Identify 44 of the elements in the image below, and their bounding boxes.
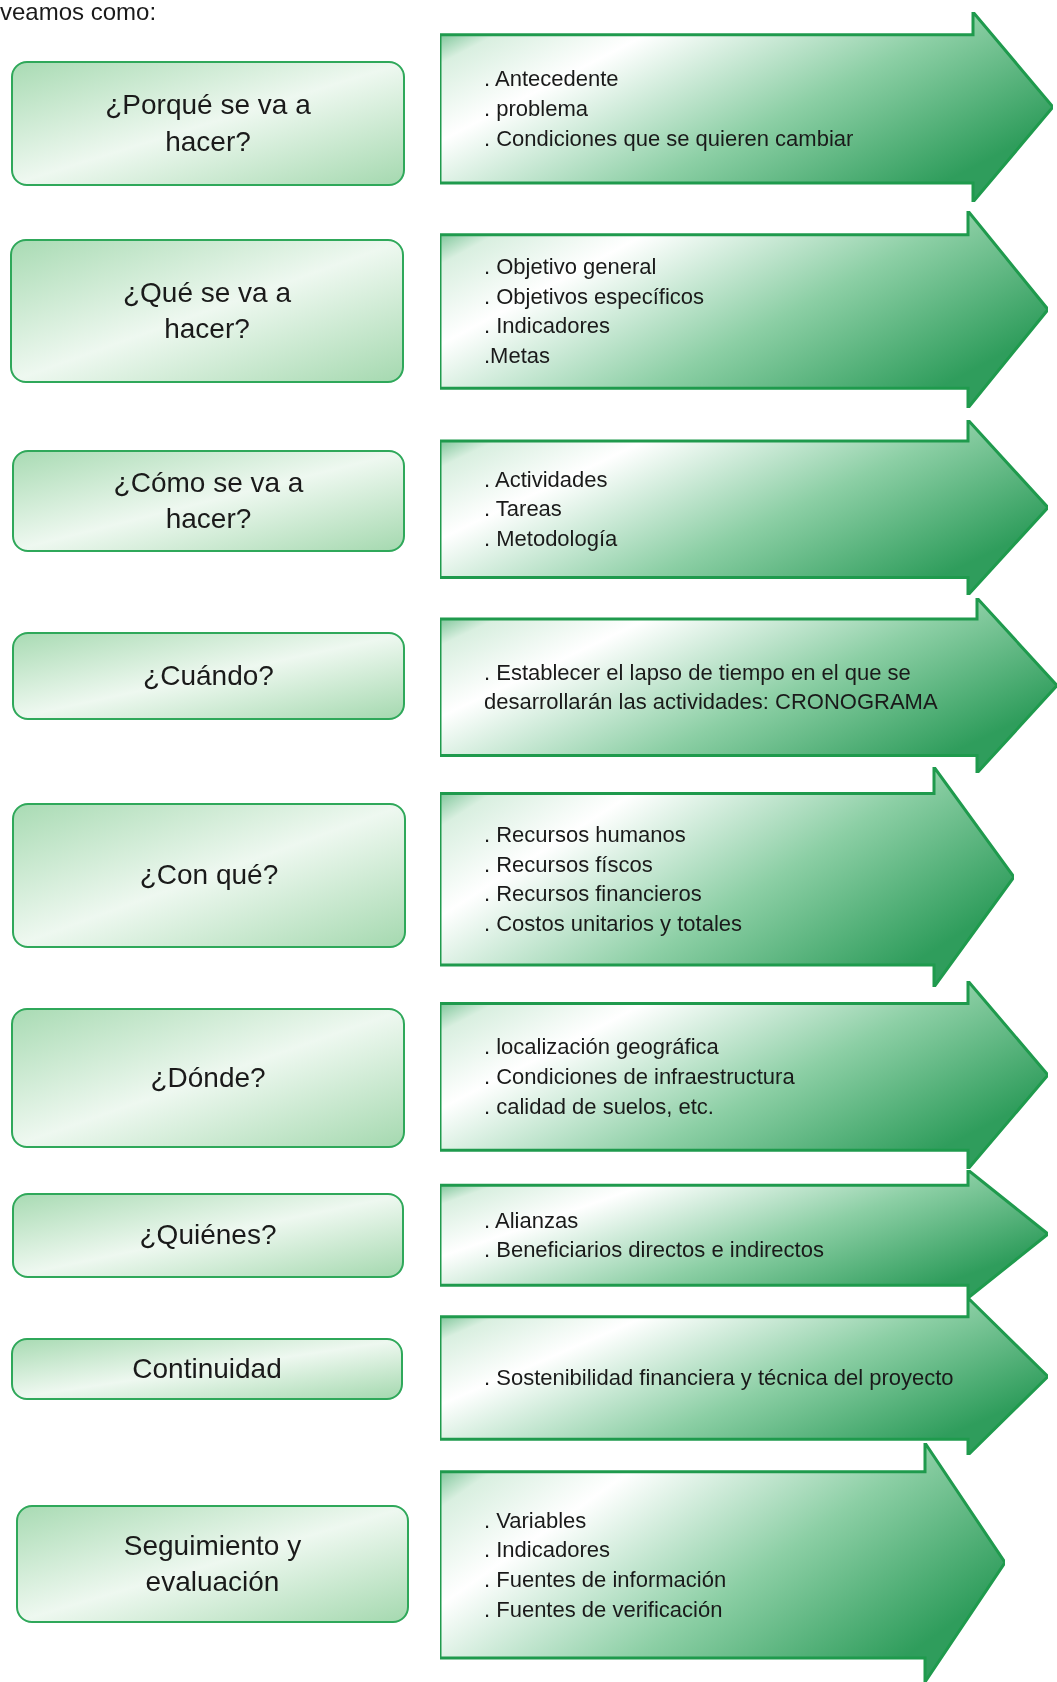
question-box xyxy=(16,1505,409,1623)
list-item: . Condiciones de infraestructura xyxy=(484,1063,796,1091)
question-box xyxy=(11,1338,403,1400)
question-box xyxy=(11,61,405,186)
intro-text: veamos como: xyxy=(0,0,157,27)
question-text: ¿Qué se va a hacer? xyxy=(121,275,293,346)
question-text: ¿Cuándo? xyxy=(143,658,274,693)
question-text: Seguimiento y evaluación xyxy=(122,1528,303,1599)
question-text: ¿Con qué? xyxy=(139,858,279,893)
list-item: . Condiciones que se quieren cambiar xyxy=(484,124,855,153)
list-item: . Beneficiarios directos e indirectos xyxy=(484,1236,825,1265)
list-item: . Actividades xyxy=(484,465,609,494)
list-item: . Objetivos específicos xyxy=(484,282,706,311)
list-item: . Variables xyxy=(484,1506,588,1535)
question-text: ¿Quiénes? xyxy=(139,1218,277,1253)
list-item: . Objetivo general xyxy=(484,253,658,282)
list-item: . Indicadores xyxy=(484,312,611,341)
list-item: . Metodología xyxy=(484,525,619,554)
list-item: . Recursos físcos xyxy=(484,850,654,879)
list-item: . Fuentes de verificación xyxy=(484,1595,724,1624)
question-text: ¿Dónde? xyxy=(150,1060,266,1095)
list-item: . Recursos financieros xyxy=(484,880,703,909)
list-item: . Indicadores xyxy=(484,1536,611,1565)
question-text: Continuidad xyxy=(132,1351,282,1386)
list-item: . Recursos humanos xyxy=(484,820,687,849)
list-item: . problema xyxy=(484,95,589,124)
question-box xyxy=(10,239,404,383)
list-item: . calidad de suelos, etc. xyxy=(484,1092,715,1121)
question-box xyxy=(12,1193,404,1278)
list-item: .Metas xyxy=(484,342,552,371)
list-item: . Alianzas xyxy=(484,1206,580,1235)
list-item: . Costos unitarios y totales xyxy=(484,909,743,938)
question-text: ¿Porqué se va a hacer? xyxy=(104,88,312,159)
list-item: . Establecer el lapso de tiempo en el que se desarrollarán las actividades: CRONOGRAMA xyxy=(484,658,939,717)
list-item: . Fuentes de información xyxy=(484,1565,728,1594)
list-item: . Tareas xyxy=(484,495,563,524)
question-text: ¿Cómo se va a hacer? xyxy=(112,465,305,536)
list-item: . localización geográfica xyxy=(484,1033,720,1062)
question-box xyxy=(12,803,406,948)
list-item: . Sostenibilidad financiera y técnica del proyecto xyxy=(484,1364,955,1393)
question-box xyxy=(12,450,405,552)
list-item: . Antecedente xyxy=(484,65,620,94)
question-box xyxy=(12,632,405,720)
question-box xyxy=(11,1008,405,1148)
